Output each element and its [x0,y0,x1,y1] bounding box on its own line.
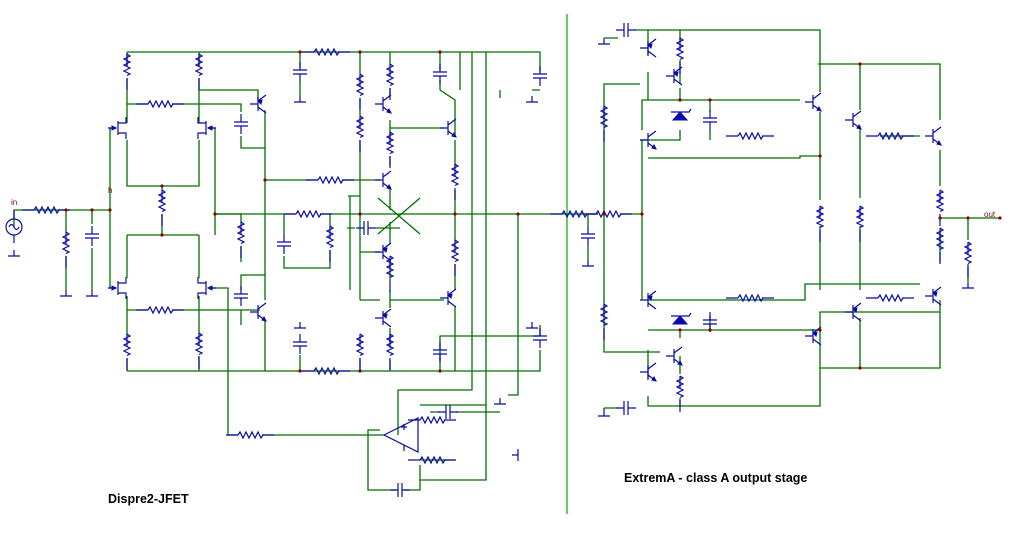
output-stage-capacitors [580,22,718,416]
jfet-q2-icon [197,116,217,140]
junction-dots [64,50,1002,373]
output-stage-grounds [581,38,975,417]
zener-diode-icon [671,108,692,325]
output-label: out [984,210,996,219]
signal-source-icon [5,210,23,243]
preamp-wiring [13,51,562,491]
node-label: h [108,186,112,195]
preamp-grounds [7,95,539,461]
jfet-q3-icon [107,276,127,300]
output-stage-title: ExtremA - class A output stage [624,471,807,485]
preamp-transistors [249,94,457,328]
output-stage-resistors [549,37,972,413]
input-label: in [11,198,17,207]
opamp-icon [382,417,419,453]
jfet-q4-icon [197,276,217,300]
output-stage-wiring [562,29,1000,409]
preamp-title: Dispre2-JFET [108,492,189,506]
preamp-capacitors [84,61,548,498]
preamp-resistors [21,48,459,464]
jfet-q1-icon [107,116,127,140]
